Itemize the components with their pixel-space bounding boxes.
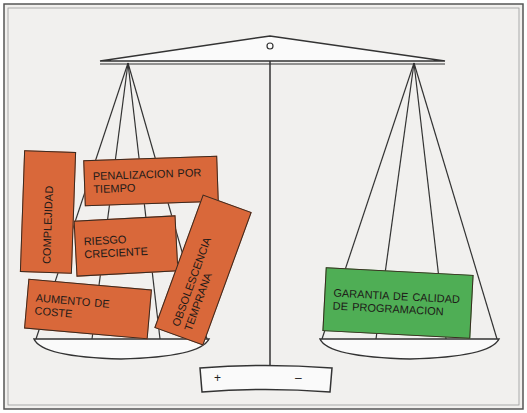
right-strings (322, 63, 497, 339)
left-pan (34, 339, 209, 359)
base (200, 366, 332, 393)
block-text: COMPLEJIDAD (40, 186, 56, 265)
block-text: PENALIZACION POR TIEMPO (93, 166, 210, 196)
post (269, 50, 271, 372)
scale-sign: + (214, 371, 221, 385)
cost-block: COMPLEJIDAD (20, 150, 76, 274)
cost-block: RIESGO CRECIENTE (74, 215, 179, 276)
benefit-block: GARANTIA DE CALIDAD DE PROGRAMACION (322, 267, 473, 339)
beam (100, 36, 445, 61)
cost-block: PENALIZACION POR TIEMPO (83, 156, 219, 207)
beam-edge (100, 64, 445, 65)
block-text: AUMENTO DE COSTE (34, 291, 142, 326)
pivot (267, 43, 273, 49)
scale-sign: – (295, 371, 302, 385)
block-text: GARANTIA DE CALIDAD DE PROGRAMACION (332, 287, 463, 320)
cost-block: AUMENTO DE COSTE (24, 279, 152, 340)
frame (4, 4, 523, 409)
block-text: RIESGO CRECIENTE (83, 231, 168, 261)
inner-frame (8, 8, 519, 405)
right-pan (320, 339, 499, 359)
